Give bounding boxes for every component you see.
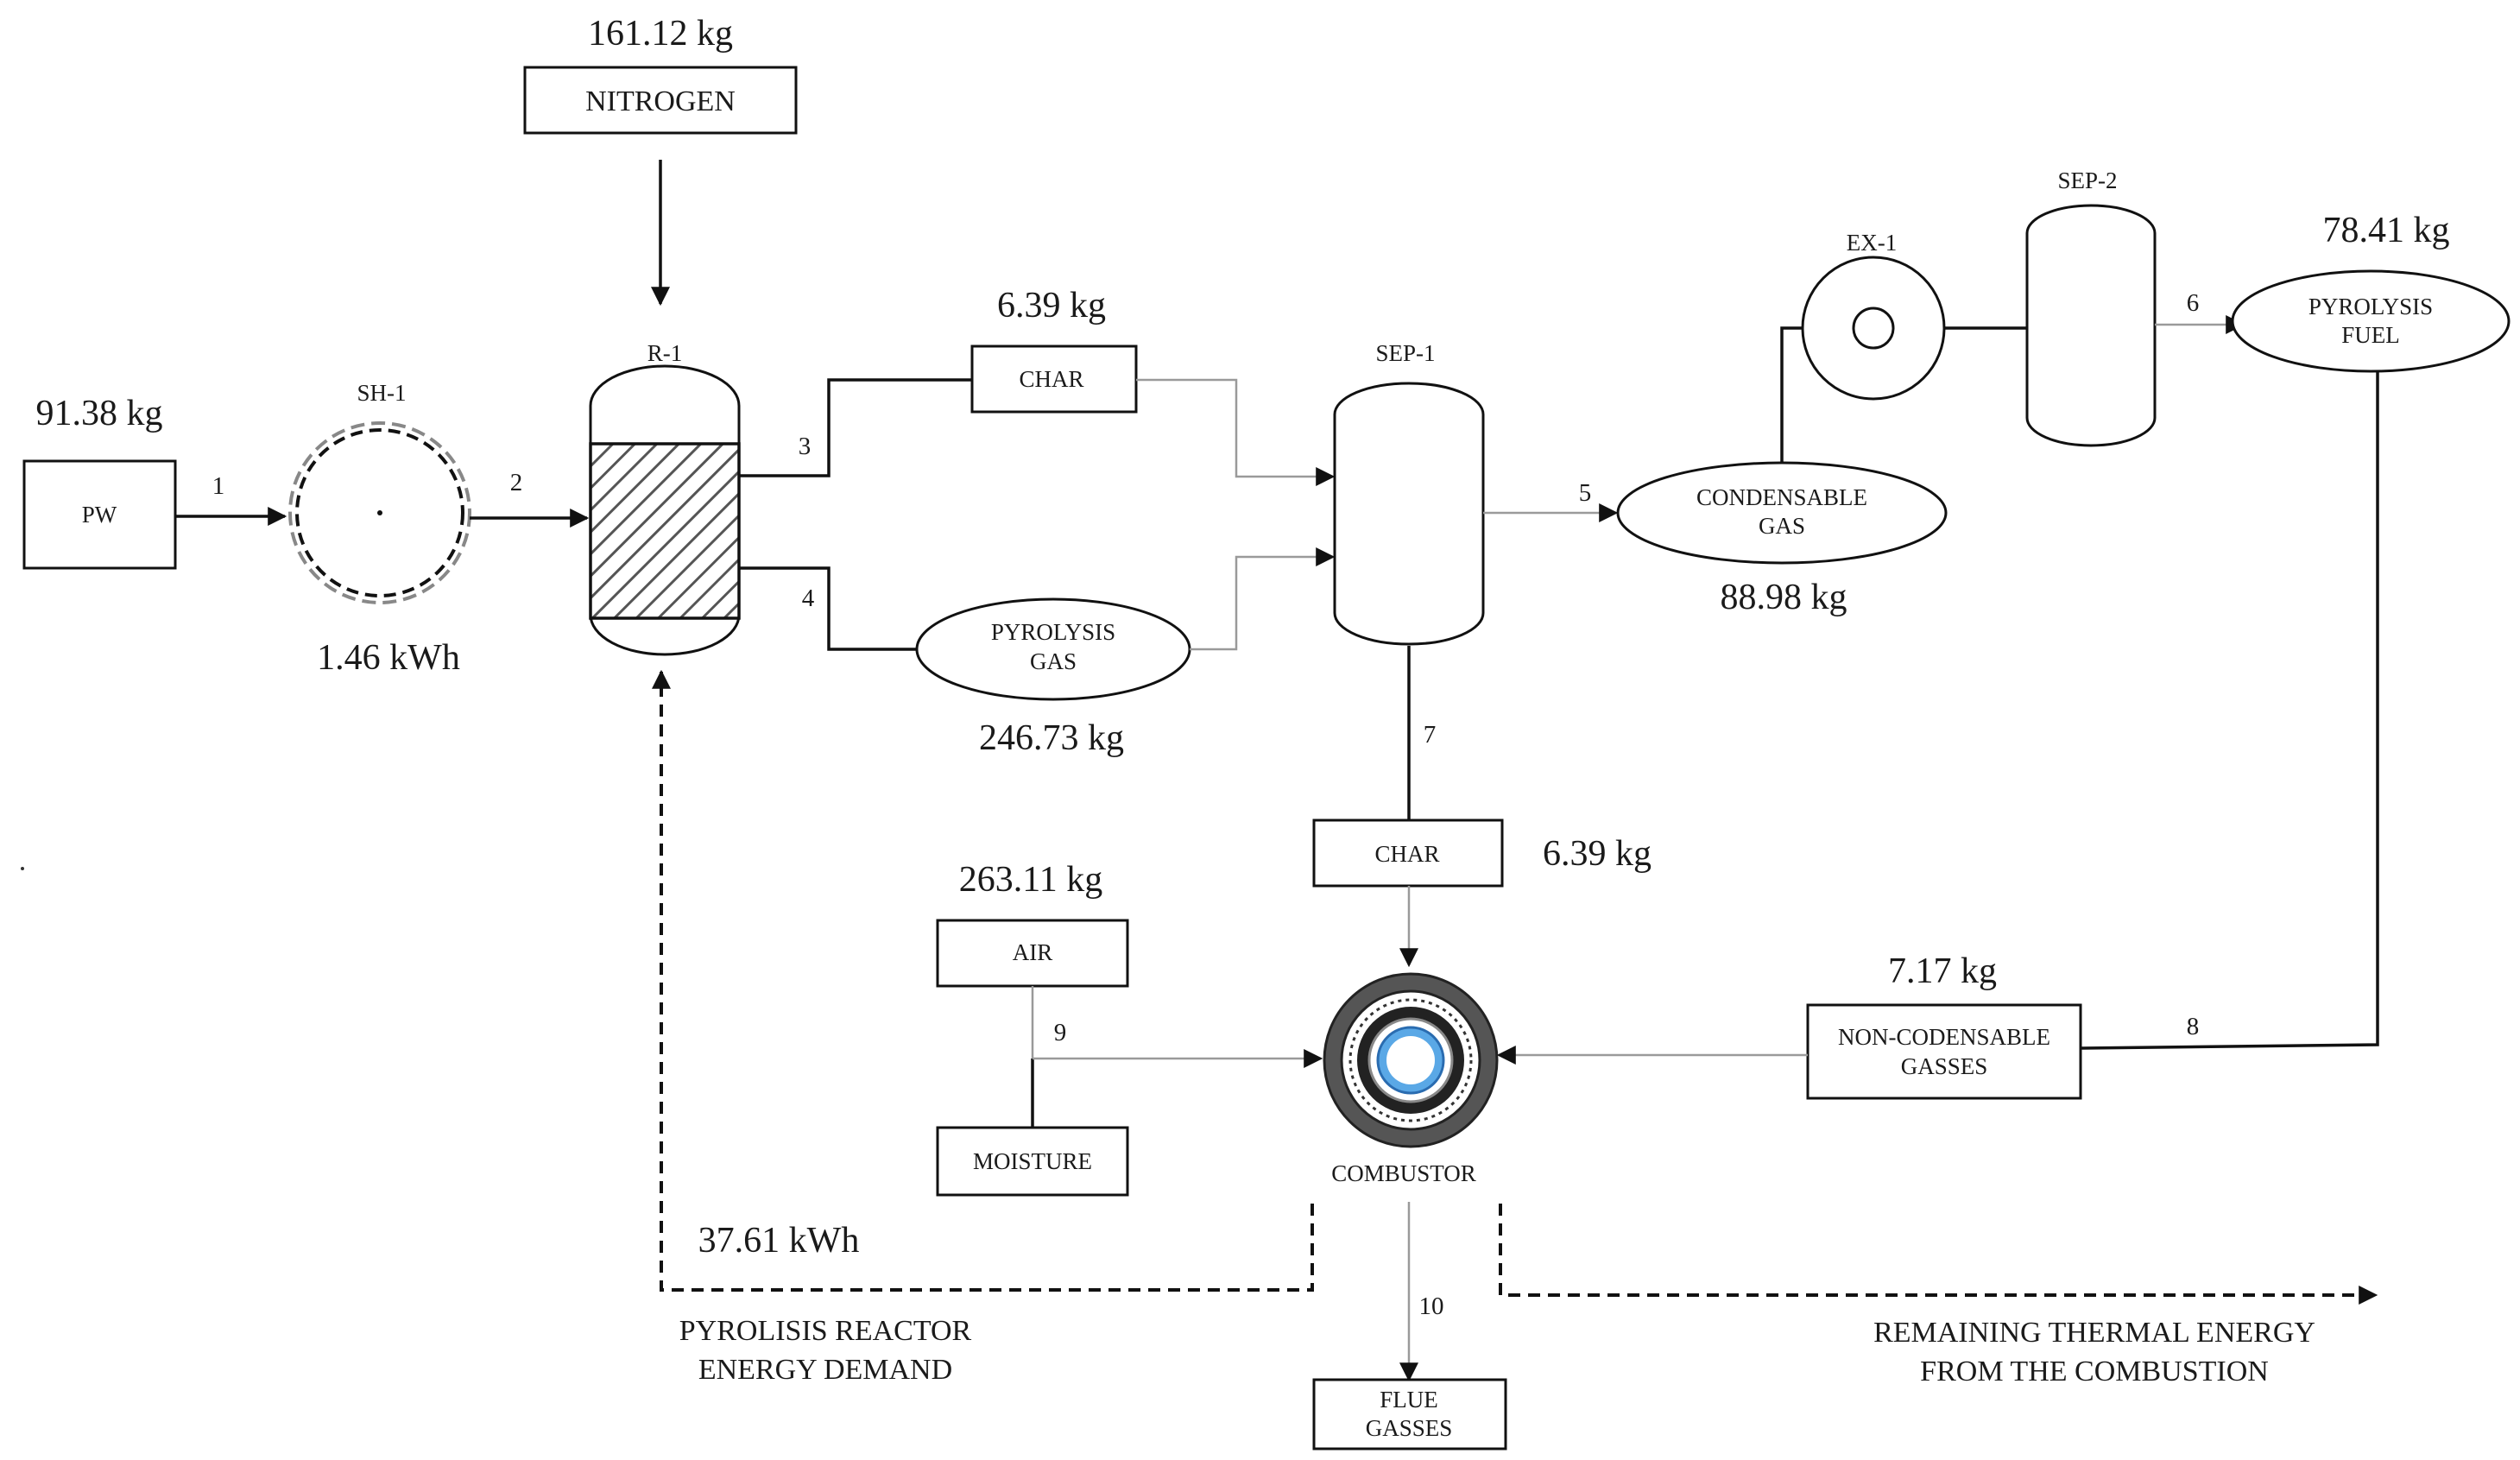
stream-4-line (739, 566, 920, 651)
char-bottom-block (1312, 818, 1504, 888)
stream-7-label: 7 (1424, 721, 1437, 749)
nitrogen-label: NITROGEN (585, 85, 736, 117)
stream-9-label: 9 (1054, 1019, 1067, 1046)
stream-4-label: 4 (802, 585, 815, 612)
stream-6-label: 6 (2187, 289, 2200, 317)
cond-to-ex1-line (1780, 326, 1804, 463)
condensable-gas-label-1: CONDENSABLE (1696, 484, 1867, 510)
air-mass: 263.11 kg (959, 860, 1102, 900)
sh1-center-dot (377, 510, 382, 515)
sep2-tag: SEP-2 (2057, 167, 2117, 193)
flue-gasses-label-1: FLUE (1380, 1387, 1438, 1413)
combustor-refractory (1348, 998, 1473, 1122)
remaining-energy-line (1499, 1204, 2378, 1305)
reactor-energy: 37.61 kWh (698, 1221, 860, 1261)
moisture-label: MOISTURE (973, 1148, 1092, 1174)
non-condensable-block (1806, 1003, 2082, 1100)
pw-label: PW (82, 502, 117, 528)
sep1-tag: SEP-1 (1375, 340, 1435, 366)
char-top-label: CHAR (1019, 366, 1083, 392)
stray-dot (21, 867, 24, 870)
non-condensable-mass: 7.17 kg (1888, 951, 1997, 991)
non-condensable-label-1: NON-CODENSABLE (1838, 1024, 2050, 1050)
sh1-tag: SH-1 (357, 380, 406, 406)
stream-8-label: 8 (2187, 1013, 2200, 1040)
condensable-gas-label-2: GAS (1759, 513, 1805, 539)
non-condensable-label-2: GASSES (1901, 1053, 1988, 1079)
flue-gasses-label-2: GASSES (1366, 1415, 1453, 1441)
reactor-demand-note-1: PYROLISIS REACTOR (679, 1315, 972, 1347)
r1-catalyst-bed (589, 442, 741, 620)
stream-3-line (739, 378, 972, 477)
pyrolysis-fuel-ellipse (2231, 269, 2511, 373)
sh1-outer-ring (288, 421, 471, 604)
r1-tag: R-1 (647, 340, 683, 366)
char-bottom-mass: 6.39 kg (1543, 834, 1652, 874)
pyrolysis-fuel-mass: 78.41 kg (2323, 211, 2450, 250)
stream-5-label: 5 (1579, 479, 1592, 507)
stream-2-label: 2 (510, 469, 523, 496)
reactor-demand-note-2: ENERGY DEMAND (698, 1354, 952, 1386)
flue-gasses-block (1312, 1378, 1507, 1451)
condensable-gas-mass: 88.98 kg (1721, 578, 1847, 617)
pw-block (22, 459, 177, 570)
char-top-mass: 6.39 kg (997, 286, 1106, 325)
stream-8-line (2080, 371, 2379, 1050)
gas-to-sep1-line (1190, 547, 1336, 651)
char-to-sep1-line (1136, 378, 1336, 486)
char-bottom-label: CHAR (1374, 841, 1439, 867)
remaining-energy-note-1: REMAINING THERMAL ENERGY (1873, 1317, 2315, 1349)
sep1-vessel (1333, 382, 1485, 646)
pyrolysis-gas-label-2: GAS (1030, 648, 1077, 674)
air-block (936, 919, 1129, 988)
sep2-vessel (2025, 204, 2157, 447)
char-top-block (970, 344, 1138, 414)
combustor-center (1386, 1036, 1435, 1084)
stream-10-label: 10 (1419, 1293, 1444, 1320)
combustor (1323, 972, 1499, 1148)
remaining-energy-note-2: FROM THE COMBUSTION (1920, 1356, 2269, 1387)
ex1-tag: EX-1 (1847, 230, 1897, 256)
stream-1-label: 1 (212, 472, 225, 500)
reactor-energy-line (652, 669, 1314, 1292)
pw-mass: 91.38 kg (36, 394, 163, 433)
pyrolysis-fuel-label-1: PYROLYSIS (2308, 294, 2433, 319)
pyrolysis-fuel-label-2: FUEL (2341, 322, 2400, 348)
pyrolysis-gas-label-1: PYROLYSIS (991, 619, 1115, 645)
stream-3-label: 3 (799, 433, 812, 460)
sh1-inner-ring (295, 428, 464, 597)
sh1-energy: 1.46 kWh (317, 638, 460, 678)
moisture-block (936, 1126, 1129, 1197)
air-label: AIR (1013, 939, 1053, 965)
pyrolysis-gas-mass: 246.73 kg (979, 718, 1124, 758)
combustor-tag: COMBUSTOR (1331, 1160, 1476, 1186)
ex1-inner (1852, 307, 1895, 350)
nitrogen-block (523, 66, 798, 135)
nitrogen-mass: 161.12 kg (588, 14, 733, 54)
